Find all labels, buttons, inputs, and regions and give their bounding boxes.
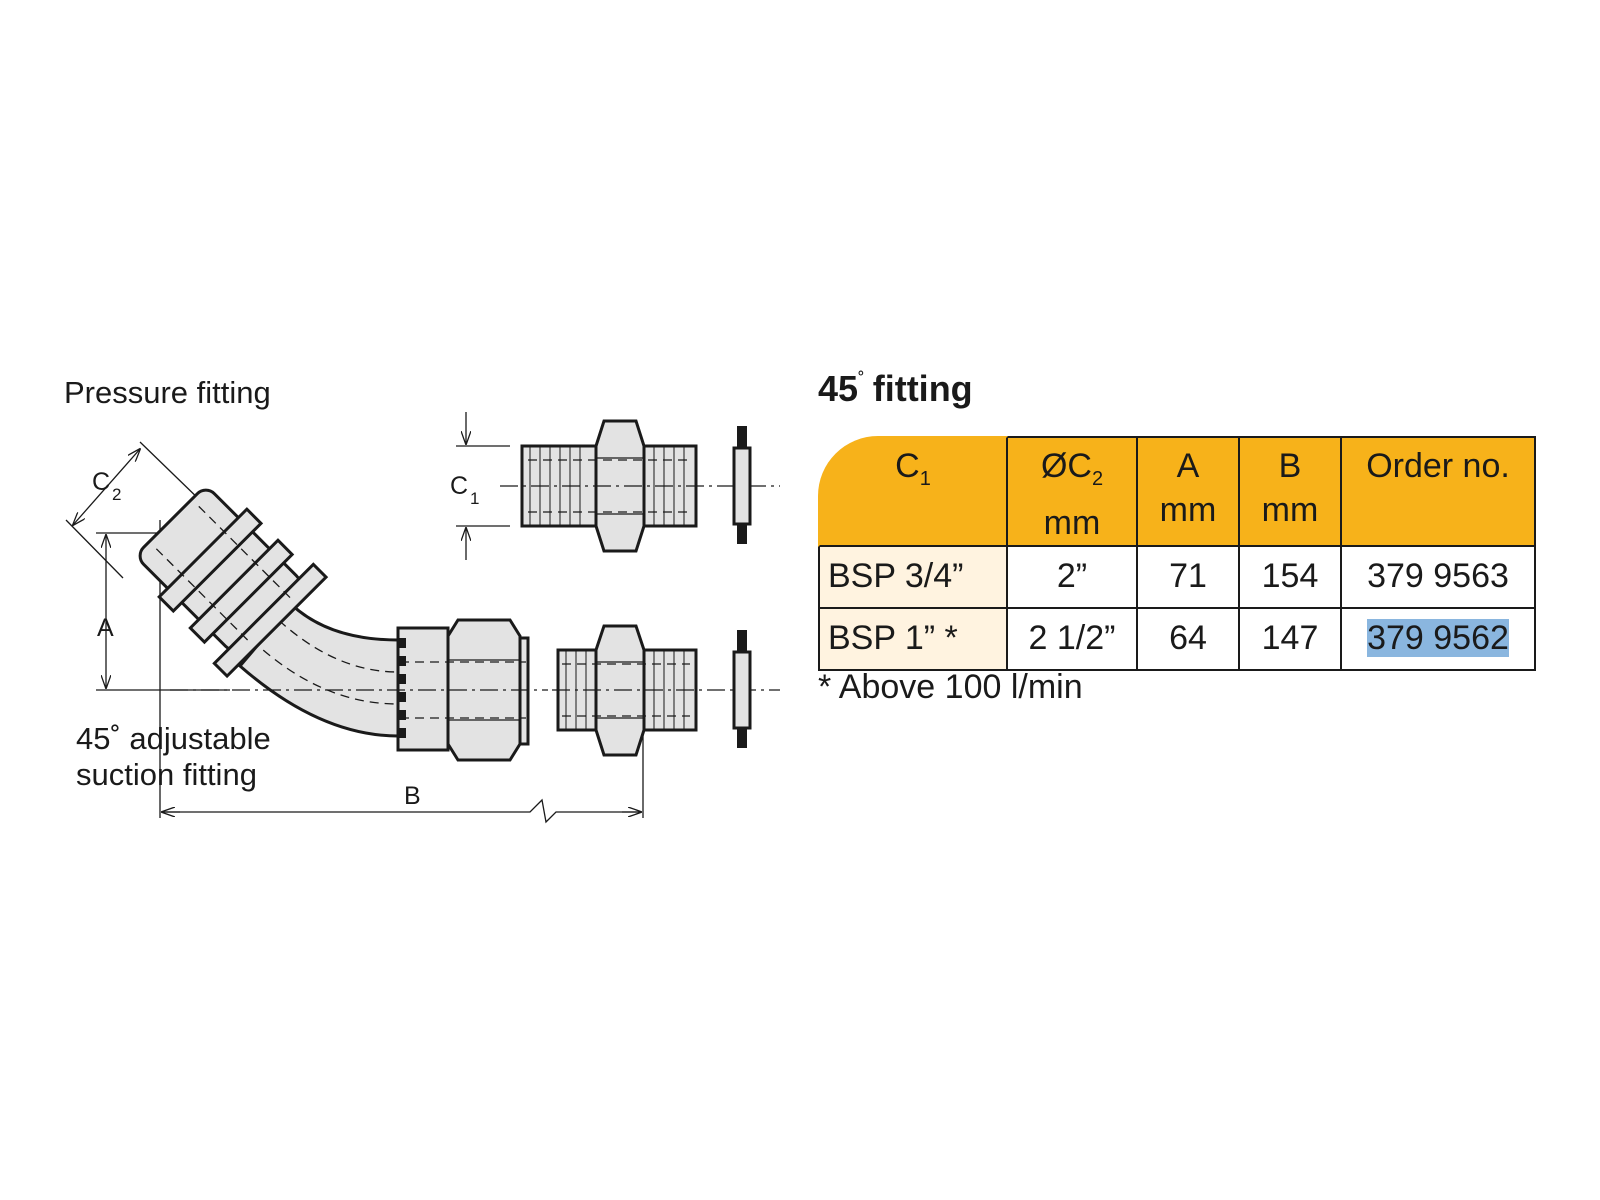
cell-a: 71: [1138, 546, 1240, 609]
header-c1: C1: [818, 436, 1008, 547]
dim-b-label: B: [404, 782, 421, 810]
dim-c1-label: C: [450, 472, 468, 500]
cell-order-no[interactable]: 379 9563: [1342, 546, 1536, 609]
selected-order-number[interactable]: 379 9562: [1367, 619, 1509, 658]
dim-c1-subscript: 1: [470, 489, 479, 508]
cell-c2: 2”: [1008, 546, 1138, 609]
section-title-number: 45: [818, 368, 859, 409]
cell-a: 64: [1138, 608, 1240, 671]
suction-fitting-drawing: [138, 488, 548, 762]
suction-adapter-drawing: [552, 624, 780, 757]
table-row: BSP 3/4” 2” 71 154 379 9563: [818, 546, 1536, 609]
dim-c2-label: C: [92, 468, 110, 496]
cell-order-no[interactable]: 379 9562: [1342, 608, 1536, 671]
pressure-fitting-label: Pressure fitting: [64, 375, 271, 410]
section-title: 45˚ fitting: [818, 368, 973, 410]
suction-fitting-label-line2: suction fitting: [76, 757, 257, 792]
dimension-c2: [65, 441, 206, 579]
cell-c1: BSP 1” *: [818, 608, 1008, 671]
pressure-fitting-drawing: [500, 419, 780, 553]
dimension-c1: [456, 412, 510, 560]
cell-b: 154: [1240, 546, 1342, 609]
header-order-no: Order no.: [1342, 436, 1536, 547]
table-row: BSP 1” * 2 1/2” 64 147 379 9562: [818, 608, 1536, 671]
section-title-degree: ˚: [858, 370, 865, 392]
section-title-text: fitting: [872, 368, 973, 409]
dim-c2-subscript: 2: [112, 485, 121, 504]
cell-b: 147: [1240, 608, 1342, 671]
footnote: * Above 100 l/min: [818, 668, 1083, 706]
suction-fitting-label-line1: 45˚ adjustable: [76, 721, 271, 756]
cell-c2: 2 1/2”: [1008, 608, 1138, 671]
cell-c1: BSP 3/4”: [818, 546, 1008, 609]
